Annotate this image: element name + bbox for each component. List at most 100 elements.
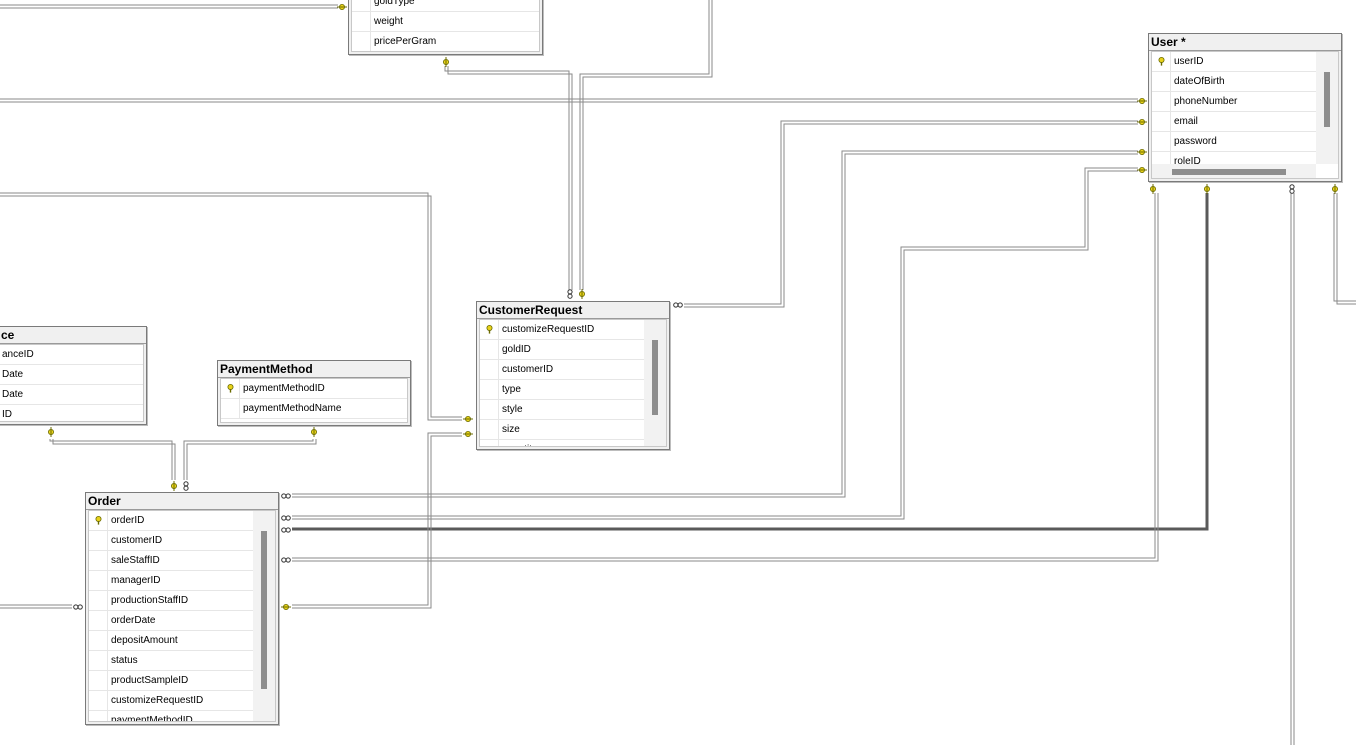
table-payment-method-body: paymentMethodID paymentMethodName xyxy=(220,378,408,423)
table-row[interactable]: saleStaffID xyxy=(89,551,253,571)
column-name: paymentMethodID xyxy=(111,715,193,722)
key-end-icon xyxy=(463,415,473,422)
column-name: quantity xyxy=(502,440,537,446)
table-row[interactable]: status xyxy=(89,651,253,671)
key-end-icon xyxy=(337,4,347,10)
column-name: style xyxy=(502,404,523,415)
scroll-thumb[interactable] xyxy=(652,340,658,415)
column-name: depositAmount xyxy=(111,635,178,646)
rel-line-order-user-1 xyxy=(292,150,1138,498)
horizontal-scrollbar[interactable] xyxy=(1152,164,1316,178)
table-partial-title[interactable]: ce xyxy=(0,327,146,344)
table-partial-body: anceID Date Date ID xyxy=(0,344,144,422)
infinity-end-icon xyxy=(281,527,291,533)
table-row[interactable]: dateOfBirth xyxy=(1152,72,1316,92)
table-row[interactable]: pricePerGram xyxy=(352,32,539,51)
key-end-icon xyxy=(463,430,473,437)
row-gutter xyxy=(89,691,108,710)
infinity-end-icon xyxy=(673,302,683,308)
table-row[interactable]: type xyxy=(480,380,644,400)
table-row[interactable]: depositAmount xyxy=(89,631,253,651)
scroll-thumb[interactable] xyxy=(1324,72,1330,127)
vertical-scrollbar[interactable] xyxy=(253,511,275,721)
table-row[interactable]: anceID xyxy=(0,345,143,365)
table-row[interactable]: managerID xyxy=(89,571,253,591)
row-gutter xyxy=(480,400,499,419)
rel-line-gold-left xyxy=(0,4,338,9)
table-row[interactable]: productionStaffID xyxy=(89,591,253,611)
row-gutter xyxy=(1152,52,1171,71)
column-name: managerID xyxy=(111,575,161,586)
row-gutter xyxy=(1152,92,1171,111)
table-row[interactable]: customizeRequestID xyxy=(89,691,253,711)
rel-line-left-request xyxy=(0,192,462,421)
key-end-icon xyxy=(1137,119,1147,126)
table-row[interactable]: quantity xyxy=(480,440,644,446)
column-name: customerID xyxy=(502,364,554,375)
row-gutter xyxy=(89,711,108,721)
table-row[interactable]: style xyxy=(480,400,644,420)
table-row[interactable]: customizeRequestID xyxy=(480,320,644,340)
column-name: goldID xyxy=(502,344,531,355)
key-end-icon xyxy=(1204,184,1211,194)
table-row[interactable]: phoneNumber xyxy=(1152,92,1316,112)
column-name: anceID xyxy=(2,349,34,360)
key-end-icon xyxy=(1332,184,1339,194)
table-payment-method[interactable]: PaymentMethod paymentMethodID paymentMet… xyxy=(217,360,411,426)
row-gutter xyxy=(480,360,499,379)
vertical-scrollbar[interactable] xyxy=(644,320,666,446)
table-row[interactable]: email xyxy=(1152,112,1316,132)
table-row[interactable]: customerID xyxy=(480,360,644,380)
vertical-scrollbar[interactable] xyxy=(1316,52,1338,164)
table-row[interactable]: orderID xyxy=(89,511,253,531)
table-partial-left[interactable]: ce anceID Date Date ID xyxy=(0,326,147,425)
table-user-title[interactable]: User * xyxy=(1149,34,1341,51)
table-row[interactable]: goldType xyxy=(352,0,539,12)
table-row[interactable]: paymentMethodID xyxy=(89,711,253,722)
column-name: userID xyxy=(1174,56,1204,67)
table-customer-request-title[interactable]: CustomerRequest xyxy=(477,302,669,319)
key-end-icon xyxy=(1137,148,1147,155)
rel-line-gold-request xyxy=(444,66,573,290)
row-gutter xyxy=(352,0,371,11)
table-row[interactable]: customerID xyxy=(89,531,253,551)
table-row[interactable]: productSampleID xyxy=(89,671,253,691)
column-name: orderDate xyxy=(111,615,156,626)
table-row[interactable]: paymentMethodName xyxy=(221,399,407,419)
column-name: paymentMethodID xyxy=(243,383,325,394)
table-row[interactable]: orderDate xyxy=(89,611,253,631)
table-customer-request[interactable]: CustomerRequest customizeRequestID goldI… xyxy=(476,301,670,450)
rel-line-partial-order xyxy=(49,439,176,480)
table-user[interactable]: User * userID dateOfBirth phoneNumber em… xyxy=(1148,33,1342,182)
table-row[interactable]: goldID xyxy=(480,340,644,360)
key-end-icon xyxy=(170,481,177,491)
key-end-icon xyxy=(48,427,55,437)
table-row[interactable]: ID xyxy=(0,405,143,421)
table-row[interactable]: Date xyxy=(0,365,143,385)
table-row[interactable]: paymentMethodID xyxy=(221,379,407,399)
table-row[interactable]: password xyxy=(1152,132,1316,152)
table-order-title[interactable]: Order xyxy=(86,493,278,510)
column-name: status xyxy=(111,655,138,666)
rel-line-user-right xyxy=(1333,193,1356,305)
table-user-rows: userID dateOfBirth phoneNumber email pas… xyxy=(1152,52,1316,172)
rel-line-user-down xyxy=(1290,193,1295,745)
table-row[interactable]: size xyxy=(480,420,644,440)
key-end-icon xyxy=(442,57,449,67)
row-gutter xyxy=(480,340,499,359)
column-name: type xyxy=(502,384,521,395)
scroll-thumb[interactable] xyxy=(1172,169,1286,175)
column-name: weight xyxy=(374,16,403,27)
table-row[interactable]: Date xyxy=(0,385,143,405)
table-row[interactable]: weight xyxy=(352,12,539,32)
table-order[interactable]: Order orderID customerID saleStaffID man… xyxy=(85,492,279,725)
rel-line-payment-order xyxy=(183,439,317,480)
column-name: productionStaffID xyxy=(111,595,189,606)
infinity-end-icon xyxy=(183,481,189,491)
infinity-end-icon xyxy=(281,515,291,521)
column-name: dateOfBirth xyxy=(1174,76,1225,87)
table-gold[interactable]: goldType weight pricePerGram xyxy=(348,0,543,55)
table-row[interactable]: userID xyxy=(1152,52,1316,72)
scroll-thumb[interactable] xyxy=(261,531,267,689)
table-payment-method-title[interactable]: PaymentMethod xyxy=(218,361,410,378)
